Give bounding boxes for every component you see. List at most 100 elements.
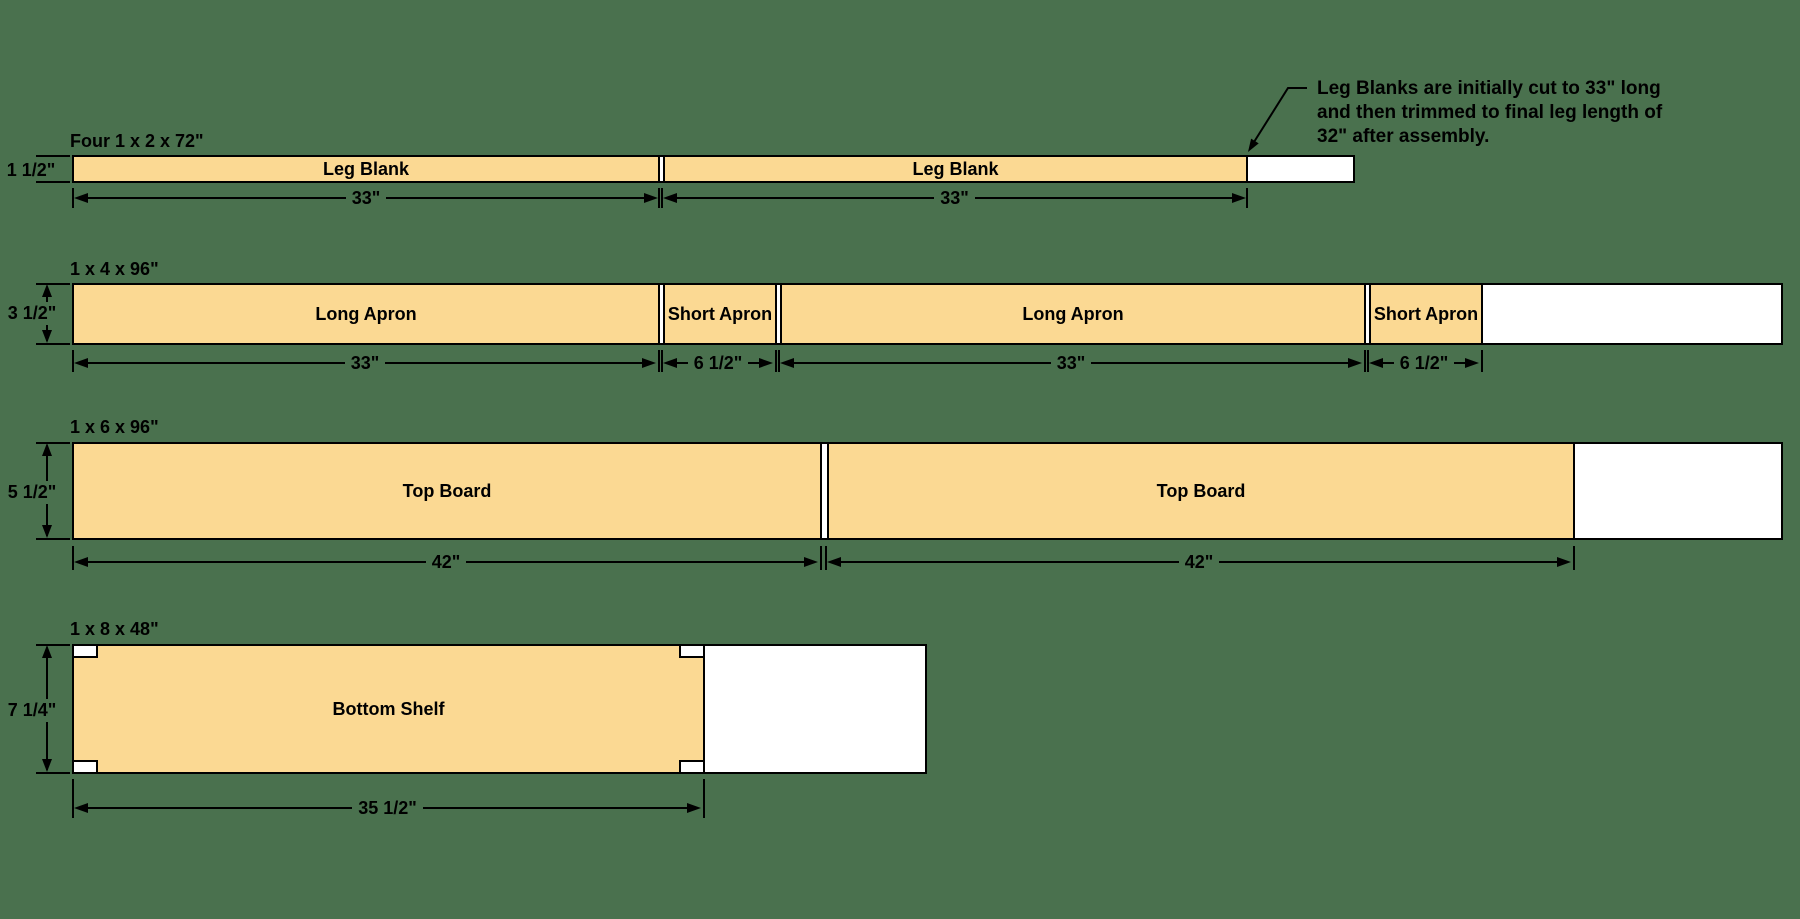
piece-label: Short Apron (667, 304, 773, 324)
dim-extension-line (825, 546, 827, 570)
dim-extension-line (820, 546, 822, 570)
dim-extension-line (1364, 350, 1366, 372)
height-tick (36, 283, 70, 285)
height-tick (36, 538, 70, 540)
arrow-up-icon (42, 443, 52, 456)
arrow-right-icon (642, 358, 656, 368)
dim-extension-line (661, 188, 663, 208)
dim-text: 33" (351, 187, 381, 208)
piece-top-board-2: Top Board (827, 444, 1575, 538)
piece-long-apron-2: Long Apron (780, 285, 1366, 343)
dim-extension-line (703, 779, 705, 818)
dim-text: 33" (1056, 352, 1086, 373)
height-label-1x8: 7 1/4" (0, 699, 64, 722)
arrow-right-icon (1557, 557, 1571, 567)
arrow-right-icon (759, 358, 774, 368)
arrow-down-icon (42, 525, 52, 538)
corner-notch (679, 760, 703, 772)
height-label-1x6: 5 1/2" (0, 481, 64, 504)
dim-extension-line (72, 779, 74, 818)
arrow-right-icon (1348, 358, 1362, 368)
piece-label: Long Apron (1022, 304, 1124, 324)
height-tick (36, 155, 70, 157)
dim-extension-line (72, 188, 74, 208)
dim-text: 35 1/2" (358, 797, 417, 818)
board-1x6x96: Top Board Top Board (72, 442, 1783, 540)
height-tick (36, 343, 70, 345)
height-tick (36, 772, 70, 774)
piece-bottom-shelf: Bottom Shelf (74, 646, 705, 772)
dim-extension-line (72, 546, 74, 570)
arrow-down-icon (42, 759, 52, 772)
dim-extension-line (658, 350, 660, 372)
piece-label: Short Apron (1373, 304, 1479, 324)
arrow-right-icon (1232, 193, 1246, 203)
piece-long-apron-1: Long Apron (74, 285, 660, 343)
dim-long-apron-1: 33" (74, 352, 656, 373)
leg-blank-note: Leg Blanks are initially cut to 33" long… (1317, 77, 1662, 149)
arrow-left-icon (1369, 358, 1383, 368)
dim-text: 33" (940, 187, 969, 208)
dim-text: 6 1/2" (1399, 352, 1449, 373)
dim-top-board-2: 42" (827, 551, 1571, 572)
dim-extension-line (658, 188, 660, 208)
arrow-left-icon (74, 803, 88, 813)
note-leader-arrow (1248, 87, 1307, 152)
dim-text: 33" (350, 352, 380, 373)
stock-label-1x8x48: 1 x 8 x 48" (70, 619, 159, 639)
piece-leg-blank-2: Leg Blank (663, 157, 1248, 181)
dim-extension-line (778, 350, 780, 372)
arrow-left-icon (663, 358, 677, 368)
height-label-1x2: 1 1/2" (6, 160, 56, 180)
piece-label: Bottom Shelf (332, 699, 445, 719)
dim-text: 42" (431, 551, 461, 572)
piece-leg-blank-1: Leg Blank (74, 157, 660, 181)
dim-extension-line (1246, 188, 1248, 208)
piece-label: Long Apron (315, 304, 417, 324)
dim-leg-blank-1: 33" (74, 187, 658, 208)
dim-top-board-1: 42" (74, 551, 818, 572)
piece-label: Leg Blank (912, 159, 999, 179)
corner-notch (679, 646, 703, 658)
arrow-left-icon (74, 358, 88, 368)
dim-extension-line (1367, 350, 1369, 372)
dim-extension-line (775, 350, 777, 372)
arrow-right-icon (644, 193, 658, 203)
corner-notch (74, 760, 98, 772)
note-line-2: and then trimmed to final leg length of (1317, 102, 1663, 123)
piece-short-apron-2: Short Apron (1369, 285, 1483, 343)
dim-long-apron-2: 33" (780, 352, 1362, 373)
arrow-left-icon (827, 557, 841, 567)
height-tick (36, 644, 70, 646)
board-1x4x96: Long Apron Short Apron Long Apron Short … (72, 283, 1783, 345)
arrow-left-icon (780, 358, 794, 368)
arrow-down-icon (42, 330, 52, 343)
arrow-up-icon (42, 645, 52, 658)
note-line-3: 32" after assembly. (1317, 126, 1490, 147)
board-1x8x48: Bottom Shelf (72, 644, 927, 774)
piece-top-board-1: Top Board (74, 444, 822, 538)
height-label-1x4: 3 1/2" (0, 302, 64, 325)
arrow-left-icon (663, 193, 677, 203)
dim-short-apron-2: 6 1/2" (1369, 352, 1480, 373)
height-tick (36, 181, 70, 183)
arrow-right-icon (804, 557, 818, 567)
dim-extension-line (72, 350, 74, 372)
piece-label: Leg Blank (322, 159, 410, 179)
dim-bottom-shelf: 35 1/2" (74, 797, 701, 818)
piece-short-apron-1: Short Apron (663, 285, 777, 343)
board-1x2x72: Leg Blank Leg Blank (72, 155, 1355, 183)
arrow-left-icon (74, 557, 88, 567)
arrow-up-icon (42, 284, 52, 297)
dim-text: 6 1/2" (693, 352, 743, 373)
stock-label-1x2x72: Four 1 x 2 x 72" (70, 131, 204, 151)
corner-notch (74, 646, 98, 658)
dim-leg-blank-2: 33" (663, 187, 1246, 208)
dim-short-apron-1: 6 1/2" (663, 352, 774, 373)
arrow-right-icon (1465, 358, 1480, 368)
stock-label-1x6x96: 1 x 6 x 96" (70, 417, 159, 437)
piece-label: Top Board (402, 481, 492, 501)
dim-text: 42" (1184, 551, 1214, 572)
height-tick (36, 442, 70, 444)
